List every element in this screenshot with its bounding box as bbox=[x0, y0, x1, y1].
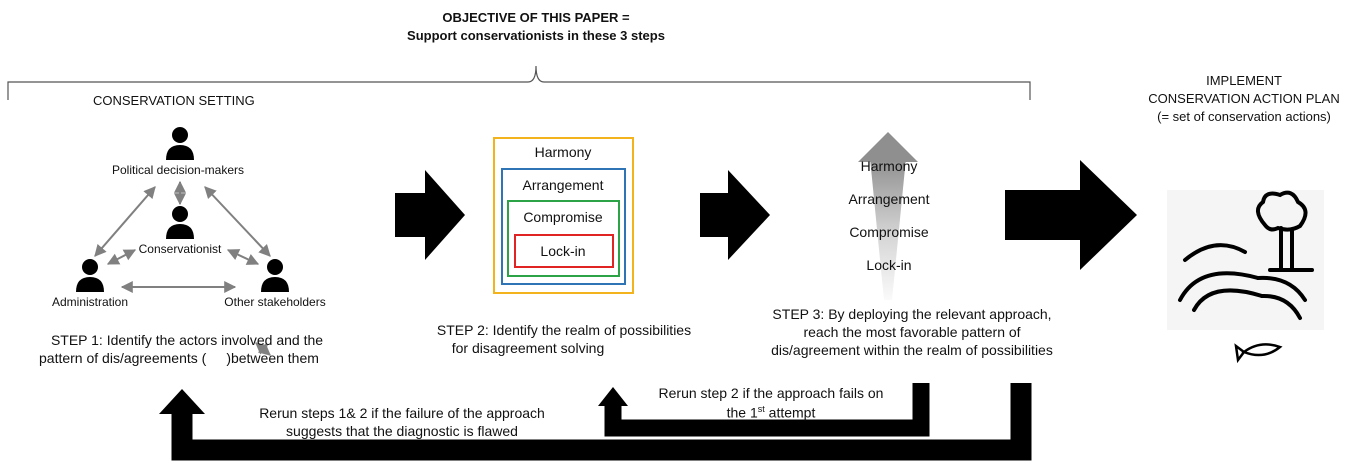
flow-arrow-1 bbox=[395, 170, 465, 260]
realm-compromise-label: Compromise bbox=[523, 209, 603, 225]
favorability-arrowhead bbox=[858, 132, 918, 162]
scale-arrangement-label: Arrangement bbox=[848, 191, 930, 207]
scale-harmony-label: Harmony bbox=[860, 158, 918, 174]
person-icon-conservationist bbox=[166, 206, 194, 239]
step1-line2: pattern of dis/agreements ( )between them bbox=[39, 350, 319, 368]
step1-line2-a: pattern of dis/agreements ( bbox=[39, 350, 207, 366]
step2-line1: STEP 2: Identify the realm of possibilit… bbox=[436, 322, 692, 338]
person-icon-administration bbox=[76, 259, 104, 292]
relationship-arrows bbox=[94, 180, 271, 356]
person-icon-other bbox=[261, 259, 289, 292]
realm-lockin-label: Lock-in bbox=[540, 243, 586, 259]
arrow-conservationist-administration bbox=[106, 249, 137, 265]
actor-label-political: Political decision-makers bbox=[111, 163, 245, 177]
arrow-political-other bbox=[204, 186, 271, 257]
step1-line2-b: )between them bbox=[226, 350, 319, 366]
fish-icon bbox=[1234, 343, 1283, 364]
favorability-gradient bbox=[870, 158, 906, 300]
arrow-legend bbox=[255, 342, 271, 356]
step3-line1: STEP 3: By deploying the relevant approa… bbox=[772, 306, 1052, 322]
rerun-step2-line2: the 1st attempt bbox=[727, 404, 816, 422]
rerun-step2-line2-b: attempt bbox=[764, 404, 816, 421]
objective-brace bbox=[7, 65, 1031, 100]
rerun-step2-line2-a: the 1 bbox=[726, 404, 758, 421]
arrow-conservationist-other bbox=[226, 249, 260, 265]
implement-line3: (= set of conservation actions) bbox=[1157, 109, 1331, 124]
rerun-steps12-line2: suggests that the diagnostic is flawed bbox=[286, 423, 518, 439]
rerun-step2-line1: Rerun step 2 if the approach fails on bbox=[658, 385, 884, 401]
flow-arrow-3 bbox=[1005, 160, 1137, 270]
realm-harmony-label: Harmony bbox=[534, 144, 592, 160]
rerun-step2-arrowhead bbox=[598, 387, 628, 406]
landscape-icon bbox=[1167, 190, 1324, 330]
scale-compromise-label: Compromise bbox=[849, 224, 929, 240]
realm-lockin-box bbox=[514, 234, 614, 268]
realm-arrangement-label: Arrangement bbox=[522, 177, 604, 193]
conservation-setting-title: CONSERVATION SETTING bbox=[93, 93, 255, 108]
rerun-steps12-arrowhead bbox=[159, 389, 205, 414]
implement-line2: CONSERVATION ACTION PLAN bbox=[1148, 91, 1340, 106]
step3-line2: reach the most favorable pattern of bbox=[803, 324, 1021, 340]
actor-label-administration: Administration bbox=[51, 295, 129, 309]
scale-lockin-label: Lock-in bbox=[866, 257, 912, 273]
step3-line3: dis/agreement within the realm of possib… bbox=[771, 342, 1053, 358]
arrow-political-administration bbox=[94, 186, 156, 257]
flow-arrow-2 bbox=[700, 170, 770, 260]
actor-label-conservationist: Conservationist bbox=[138, 242, 222, 256]
objective-title: OBJECTIVE OF THIS PAPER = bbox=[442, 10, 630, 25]
rerun-step2-line2-sup: st bbox=[757, 404, 765, 414]
step2-line2: for disagreement solving bbox=[451, 340, 605, 356]
rerun-step2-loop bbox=[604, 383, 930, 437]
rerun-steps12-line1: Rerun steps 1& 2 if the failure of the a… bbox=[259, 405, 545, 421]
rerun-steps12-loop bbox=[171, 383, 1032, 461]
objective-subtitle: Support conservationists in these 3 step… bbox=[407, 28, 665, 43]
person-icon-political bbox=[166, 127, 194, 160]
step1-line1: STEP 1: Identify the actors involved and… bbox=[50, 332, 324, 348]
actor-label-other: Other stakeholders bbox=[224, 295, 326, 309]
implement-line1: IMPLEMENT bbox=[1206, 73, 1282, 88]
